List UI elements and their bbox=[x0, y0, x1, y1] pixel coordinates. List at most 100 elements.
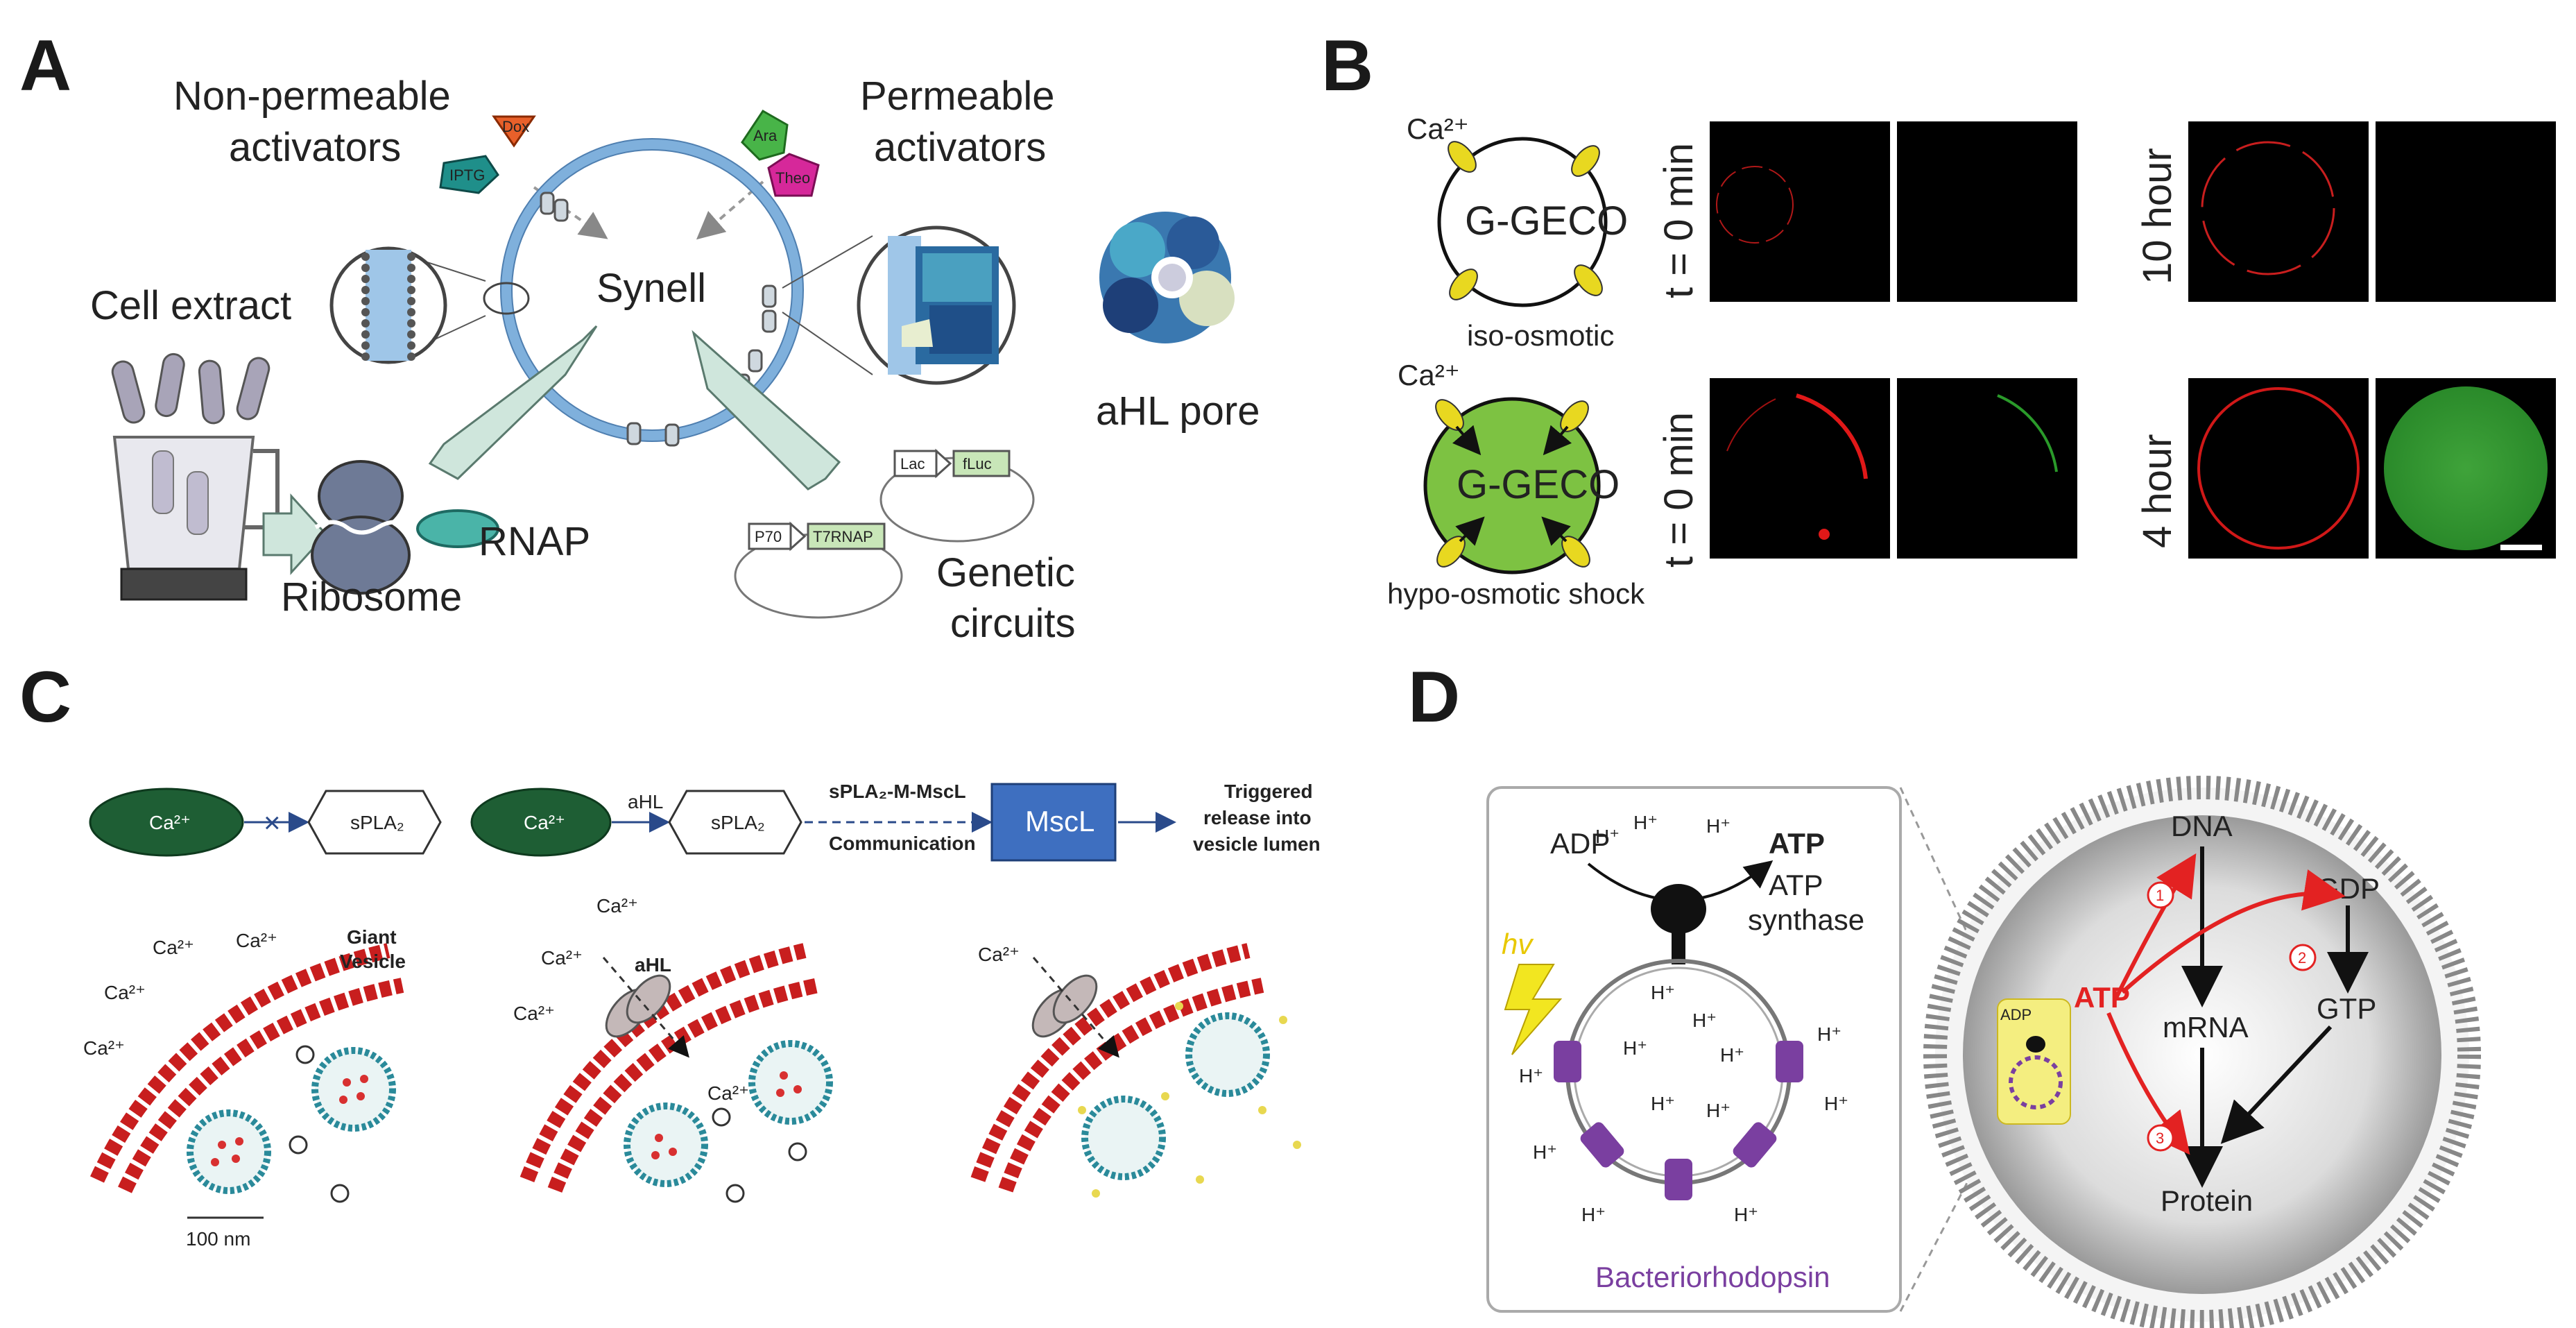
atp-synthase-inset bbox=[1486, 786, 1902, 1313]
svg-text:H⁺: H⁺ bbox=[1633, 812, 1658, 833]
svg-text:H⁺: H⁺ bbox=[1623, 1037, 1647, 1059]
triggered-line3: vesicle lumen bbox=[1193, 833, 1321, 855]
dox-molecule-icon: Dox bbox=[492, 115, 536, 148]
svg-text:H⁺: H⁺ bbox=[1519, 1065, 1543, 1087]
giant-vesicle-membrane-1 bbox=[90, 943, 404, 1193]
gdp-label: GDP bbox=[2317, 872, 2380, 905]
iso-osmotic-label: iso-osmotic bbox=[1467, 319, 1614, 352]
svg-text:H⁺: H⁺ bbox=[1720, 1044, 1744, 1066]
mscl-label: MscL bbox=[1025, 805, 1094, 837]
block-symbol: × bbox=[264, 806, 281, 839]
communication-label: Communication bbox=[829, 833, 976, 854]
ca-node-right bbox=[470, 788, 612, 857]
vesicle-cargo-dots bbox=[211, 1071, 802, 1166]
dox-label: Dox bbox=[502, 118, 529, 135]
non-permeable-label-line2: activators bbox=[229, 125, 401, 170]
time-label-top-right: 10 hour bbox=[2135, 148, 2180, 284]
iptg-molecule-icon: IPTG bbox=[439, 155, 499, 194]
ca-free-4: Ca²⁺ bbox=[83, 1037, 125, 1059]
time-label-top-left: t = 0 min bbox=[1656, 143, 1701, 298]
panel-a: A Non-permeable activators Permeable act… bbox=[19, 26, 1260, 646]
giant-vesicle-line1: Giant bbox=[347, 926, 397, 948]
proton-labels: H⁺ H⁺ H⁺ H⁺ H⁺ H⁺ H⁺ H⁺ H⁺ H⁺ H⁺ H⁺ H⁺ H… bbox=[1519, 812, 1848, 1225]
ca-free-7: Ca²⁺ bbox=[513, 1003, 555, 1024]
svg-text:H⁺: H⁺ bbox=[1581, 1204, 1606, 1225]
giant-vesicle-line2: Vesicle bbox=[340, 951, 406, 972]
rnap-icon bbox=[416, 509, 499, 548]
t7rnap-label: T7RNAP bbox=[813, 528, 873, 545]
ggeco-label-top: G-GECO bbox=[1465, 198, 1628, 244]
atp-arrow-2 bbox=[2121, 869, 2346, 994]
giant-vesicle-membrane-2 bbox=[520, 943, 821, 1193]
scale-bar bbox=[2500, 545, 2542, 550]
panel-c-letter: C bbox=[19, 657, 71, 738]
mrna-label: mRNA bbox=[2163, 1011, 2249, 1044]
ahl-membrane-label: aHL bbox=[635, 954, 671, 976]
svg-text:H⁺: H⁺ bbox=[1817, 1023, 1841, 1045]
ca-free-8: Ca²⁺ bbox=[707, 1082, 749, 1104]
panel-b-letter: B bbox=[1321, 26, 1373, 106]
synell-label: Synell bbox=[596, 266, 706, 311]
step-markers: 1 2 3 bbox=[2147, 881, 2317, 1152]
gtp-label: GTP bbox=[2317, 992, 2376, 1025]
ggeco-label-bottom: G-GECO bbox=[1457, 462, 1620, 507]
triggered-line2: release into bbox=[1203, 807, 1312, 828]
micrograph-iso-green-10h bbox=[2376, 121, 2556, 302]
svg-text:H⁺: H⁺ bbox=[1651, 982, 1675, 1003]
atp-source-inset bbox=[1997, 998, 2071, 1125]
svg-text:H⁺: H⁺ bbox=[1706, 815, 1731, 837]
giant-vesicle-membrane-3 bbox=[970, 943, 1264, 1193]
atp-label: ATP bbox=[1769, 827, 1825, 860]
p70-label: P70 bbox=[755, 528, 782, 545]
svg-text:H⁺: H⁺ bbox=[1651, 1093, 1675, 1114]
synell-vesicle bbox=[501, 139, 803, 441]
scale-bar-c-label: 100 nm bbox=[186, 1228, 250, 1250]
panel-b: B Ca²⁺ G-GECO iso-osmotic Ca²⁺ G-GECO hy bbox=[1321, 26, 2556, 610]
ca-node-right-label: Ca²⁺ bbox=[524, 812, 565, 833]
ca-free-3: Ca²⁺ bbox=[104, 982, 146, 1003]
plasmid-p70-t7rnap: P70 T7RNAP bbox=[734, 521, 903, 619]
extract-arrow-right bbox=[692, 330, 841, 491]
spla2-node-left bbox=[307, 790, 442, 855]
bacteria-icons bbox=[111, 352, 271, 425]
triggered-line1: Triggered bbox=[1224, 781, 1313, 802]
permeable-label-line2: activators bbox=[874, 125, 1046, 170]
permeable-label-line1: Permeable bbox=[860, 74, 1054, 119]
svg-text:2: 2 bbox=[2298, 949, 2306, 967]
dna-label: DNA bbox=[2171, 810, 2233, 842]
theo-label: Theo bbox=[775, 169, 810, 187]
genetic-circuits-line1: Genetic bbox=[936, 550, 1075, 595]
non-permeable-label-line1: Non-permeable bbox=[173, 74, 451, 119]
spla2-m-mscl-label: sPLA₂-M-MscL bbox=[829, 781, 966, 802]
ahl-flow-label: aHL bbox=[628, 791, 663, 812]
time-label-bottom-right: 4 hour bbox=[2135, 434, 2180, 548]
influx-arrows bbox=[1452, 425, 1572, 546]
svg-text:H⁺: H⁺ bbox=[1706, 1100, 1731, 1121]
ca-node-left bbox=[89, 788, 244, 857]
ca-label-top: Ca²⁺ bbox=[1407, 112, 1469, 145]
micrograph-hypo-red-4h bbox=[2188, 378, 2369, 559]
channel-icons-top bbox=[1448, 141, 1603, 300]
svg-text:H⁺: H⁺ bbox=[1692, 1010, 1717, 1031]
bacteriorhodopsin-icons bbox=[1554, 1041, 1803, 1200]
ca-label-bottom: Ca²⁺ bbox=[1398, 359, 1460, 391]
cell-extract-label: Cell extract bbox=[90, 283, 291, 328]
small-vesicles bbox=[187, 1012, 1270, 1194]
iptg-label: IPTG bbox=[449, 167, 485, 184]
svg-text:1: 1 bbox=[2156, 887, 2164, 904]
panel-d: D ADP ATP ATP synthase hv H⁺ bbox=[1408, 657, 2481, 1328]
ca-free-9: Ca²⁺ bbox=[978, 944, 1020, 965]
fluc-label: fLuc bbox=[963, 455, 992, 473]
light-bolt-icon bbox=[1504, 964, 1563, 1055]
blender-icon bbox=[112, 436, 280, 601]
extract-arrow-left bbox=[428, 325, 598, 480]
svg-text:H⁺: H⁺ bbox=[1734, 1204, 1758, 1225]
rnap-label: RNAP bbox=[479, 519, 590, 564]
atp-arrow-3 bbox=[2106, 1012, 2190, 1155]
theo-molecule-icon: Theo bbox=[767, 153, 820, 197]
spla2-node-right bbox=[668, 790, 802, 855]
ara-label: Ara bbox=[753, 127, 778, 144]
ca-free-1: Ca²⁺ bbox=[153, 937, 194, 958]
panel-a-letter: A bbox=[19, 26, 71, 106]
